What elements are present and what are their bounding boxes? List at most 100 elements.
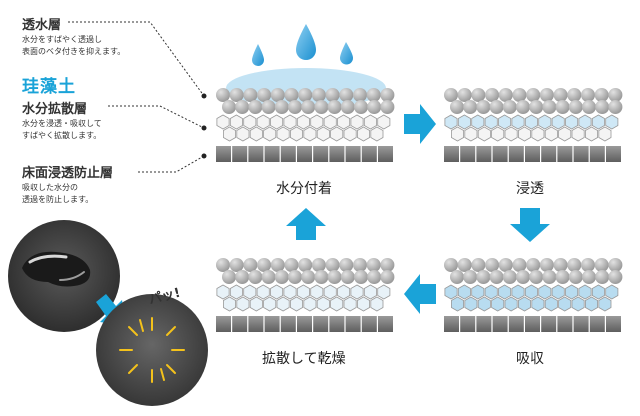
sphere xyxy=(608,88,623,102)
mid-layer-desc-1: 水分を浸透・吸収して xyxy=(22,119,102,128)
plate-block xyxy=(216,146,231,162)
sphere xyxy=(366,88,381,102)
hex-cell xyxy=(283,114,297,130)
plate-block xyxy=(541,316,557,332)
hex-cell xyxy=(591,114,605,130)
hex-cell xyxy=(356,296,371,312)
sphere xyxy=(608,100,623,114)
sphere xyxy=(222,100,236,114)
hex-cell xyxy=(256,114,270,130)
hex-cell xyxy=(491,296,505,312)
hex-cell xyxy=(605,114,619,130)
mid-layer-title: 水分拡散層 xyxy=(22,102,88,117)
plate-block xyxy=(232,316,248,332)
sphere xyxy=(339,88,354,102)
sphere xyxy=(502,270,517,284)
sphere xyxy=(553,258,568,272)
plate-block xyxy=(280,316,296,332)
hex-cell xyxy=(531,296,545,312)
sphere xyxy=(314,270,329,284)
plate-block xyxy=(460,146,476,162)
plate-block xyxy=(444,316,459,332)
hex-cell xyxy=(565,284,579,300)
hex-cell xyxy=(457,284,471,300)
hex-cell xyxy=(370,126,384,142)
bottom-layer-desc-1: 吸収した水分の xyxy=(22,183,78,192)
plate-block xyxy=(557,146,573,162)
hex-cell xyxy=(551,284,565,300)
hex-cell xyxy=(477,296,491,312)
hex-cell xyxy=(370,296,384,312)
sphere xyxy=(457,258,472,272)
hex-cell xyxy=(558,296,572,312)
hex-cell xyxy=(337,114,351,130)
hex-cell xyxy=(222,296,237,312)
hex-cell xyxy=(296,114,310,130)
hex-cell xyxy=(571,126,585,142)
sphere xyxy=(380,100,395,114)
sphere xyxy=(314,100,329,114)
hex-cell xyxy=(571,296,585,312)
sphere xyxy=(463,270,478,284)
sphere xyxy=(476,100,491,114)
sphere xyxy=(311,88,326,102)
plate-block xyxy=(492,146,508,162)
plate-block xyxy=(232,146,248,162)
sphere xyxy=(235,100,250,114)
plate-block xyxy=(589,316,605,332)
plate-block xyxy=(329,316,345,332)
sphere xyxy=(354,100,368,114)
hex-cell xyxy=(270,284,284,300)
sphere xyxy=(581,258,595,272)
plate-block xyxy=(297,316,312,332)
sphere xyxy=(489,270,504,284)
sphere xyxy=(582,270,596,284)
sphere xyxy=(555,100,570,114)
hex-cell xyxy=(471,284,485,300)
sphere xyxy=(325,88,340,102)
hex-cell xyxy=(363,284,377,300)
hex-cell xyxy=(477,126,491,142)
hex-cell xyxy=(585,296,598,312)
sphere xyxy=(257,88,272,102)
plate-block xyxy=(216,316,231,332)
sphere xyxy=(444,258,458,272)
bottom-layer-desc-2: 透過を防止します。 xyxy=(22,195,94,204)
sphere xyxy=(498,258,513,272)
sphere xyxy=(450,270,464,284)
arrow-left-icon xyxy=(404,274,436,314)
sphere xyxy=(288,100,302,114)
hex-cell xyxy=(544,126,558,142)
hex-cell xyxy=(316,296,330,312)
hex-cell xyxy=(343,126,357,142)
sphere xyxy=(608,258,623,272)
sphere xyxy=(354,270,368,284)
sphere xyxy=(301,100,316,114)
sphere xyxy=(298,88,313,102)
plate-block xyxy=(541,146,557,162)
step-label-absorption: 吸収 xyxy=(516,351,544,367)
sphere xyxy=(248,270,263,284)
hex-cell xyxy=(538,114,552,130)
plate-block xyxy=(525,146,540,162)
sphere xyxy=(553,88,568,102)
arrow-down-icon xyxy=(510,208,550,242)
plate-block xyxy=(329,146,345,162)
sphere xyxy=(327,100,342,114)
hex-cell xyxy=(377,284,391,300)
hex-cell xyxy=(498,284,512,300)
plate-block xyxy=(606,316,621,332)
sphere xyxy=(581,88,595,102)
hex-cell xyxy=(276,126,290,142)
layer-stack-1 xyxy=(216,88,395,162)
plate-block xyxy=(345,146,361,162)
sphere xyxy=(367,270,382,284)
hex-cell xyxy=(498,114,512,130)
hex-cell xyxy=(551,114,565,130)
sphere xyxy=(229,258,244,272)
hex-cell xyxy=(363,114,377,130)
sphere xyxy=(542,270,557,284)
top-layer-desc-1: 水分をすばやく透過し xyxy=(22,35,102,44)
